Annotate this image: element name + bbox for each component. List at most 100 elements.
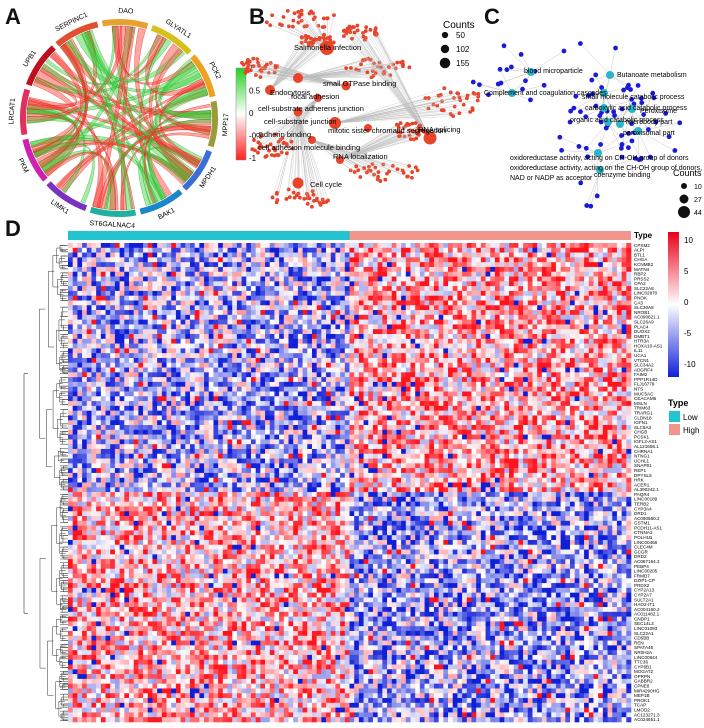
- heatmap-cell: [415, 262, 421, 268]
- heatmap-cell: [457, 367, 463, 373]
- heatmap-cell: [311, 300, 317, 306]
- heatmap-cell: [377, 367, 383, 373]
- heatmap-cell: [504, 276, 510, 282]
- heatmap-cell: [509, 262, 515, 268]
- gene-node: [320, 25, 325, 30]
- heatmap-cell: [124, 381, 130, 387]
- heatmap-cell: [91, 338, 97, 344]
- gene-node: [356, 168, 361, 173]
- heatmap-cell: [443, 252, 449, 258]
- heatmap-cell: [208, 329, 214, 335]
- heatmap-cell: [551, 300, 557, 306]
- heatmap-cell: [77, 286, 83, 292]
- heatmap-cell: [175, 276, 181, 282]
- heatmap-cell: [476, 329, 482, 335]
- heatmap-cell: [260, 310, 266, 316]
- heatmap-cell: [194, 348, 200, 354]
- heatmap-cell: [424, 319, 430, 325]
- heatmap-cell: [250, 362, 256, 368]
- network-edge: [269, 37, 320, 91]
- heatmap-cell: [621, 286, 627, 292]
- network-edge: [334, 109, 442, 124]
- heatmap-cell: [72, 343, 78, 349]
- heatmap-cell: [598, 252, 604, 258]
- heatmap-cell: [363, 286, 369, 292]
- heatmap-cell: [283, 314, 289, 320]
- heatmap-cell: [110, 266, 116, 273]
- heatmap-cell: [194, 377, 200, 383]
- heatmap-cell: [114, 348, 120, 354]
- heatmap-cell: [485, 271, 491, 277]
- heatmap-cell: [546, 377, 552, 383]
- heatmap-cell: [424, 281, 430, 287]
- heatmap-cell: [565, 362, 571, 368]
- heatmap-cell: [598, 357, 604, 364]
- heatmap-cell: [433, 319, 439, 325]
- heatmap-cell: [147, 377, 153, 383]
- heatmap-cell: [204, 262, 210, 268]
- heatmap-cell: [438, 357, 444, 364]
- heatmap-cell: [189, 348, 195, 354]
- heatmap-cell: [349, 367, 355, 373]
- heatmap-cell: [499, 338, 505, 344]
- heatmap-cell: [293, 286, 299, 292]
- heatmap-cell: [616, 367, 622, 373]
- heatmap-cell: [279, 247, 285, 253]
- heatmap-cell: [588, 319, 594, 325]
- heatmap-cell: [396, 353, 402, 359]
- heatmap-cell: [363, 305, 369, 311]
- heatmap-cell: [161, 377, 167, 383]
- heatmap-cell: [72, 314, 78, 320]
- heatmap-cell: [307, 281, 313, 287]
- heatmap-cell: [218, 247, 224, 253]
- heatmap-cell: [368, 329, 374, 335]
- heatmap-cell: [424, 247, 430, 253]
- heatmap-cell: [382, 276, 388, 282]
- heatmap-cell: [283, 362, 289, 368]
- heatmap-cell: [274, 271, 280, 277]
- gene-node: [619, 142, 625, 147]
- heatmap-cell: [335, 338, 341, 344]
- heatmap-cell: [311, 266, 317, 273]
- heatmap-cell: [494, 262, 500, 268]
- heatmap-cell: [368, 290, 374, 296]
- heatmap-cell: [68, 262, 73, 268]
- heatmap-cell: [485, 353, 491, 359]
- heatmap-cell: [260, 324, 266, 330]
- heatmap-cell: [349, 243, 355, 249]
- heatmap-cell: [485, 329, 491, 335]
- heatmap-cell: [208, 300, 214, 306]
- heatmap-cell: [457, 314, 463, 320]
- heatmap-cell: [105, 353, 111, 359]
- heatmap-cell: [480, 305, 486, 311]
- heatmap-cell: [612, 276, 618, 282]
- heatmap-cell: [246, 300, 252, 306]
- heatmap-cell: [326, 381, 332, 387]
- heatmap-cell: [598, 310, 604, 316]
- heatmap-cell: [565, 252, 571, 258]
- heatmap-cell: [100, 343, 106, 349]
- heatmap-cell: [541, 372, 547, 378]
- heatmap-cell: [344, 271, 350, 277]
- heatmap-cell: [541, 377, 547, 383]
- heatmap-cell: [241, 271, 247, 277]
- heatmap-cell: [405, 252, 411, 258]
- heatmap-cell: [579, 252, 585, 258]
- heatmap-cell: [269, 276, 275, 282]
- heatmap-cell: [110, 319, 116, 325]
- heatmap-cell: [490, 276, 496, 282]
- heatmap-cell: [466, 334, 472, 340]
- heatmap-cell: [283, 300, 289, 306]
- heatmap-cell: [279, 310, 285, 316]
- heatmap-cell: [621, 247, 627, 253]
- network-edge: [269, 36, 309, 91]
- heatmap-cell: [527, 338, 533, 344]
- heatmap-cell: [396, 319, 402, 325]
- heatmap-cell: [480, 276, 486, 282]
- heatmap-cell: [349, 310, 355, 316]
- heatmap-cell: [372, 338, 378, 344]
- gene-node: [296, 191, 301, 196]
- heatmap-cell: [626, 243, 632, 249]
- gene-node: [407, 122, 412, 127]
- heatmap-cell: [204, 295, 210, 301]
